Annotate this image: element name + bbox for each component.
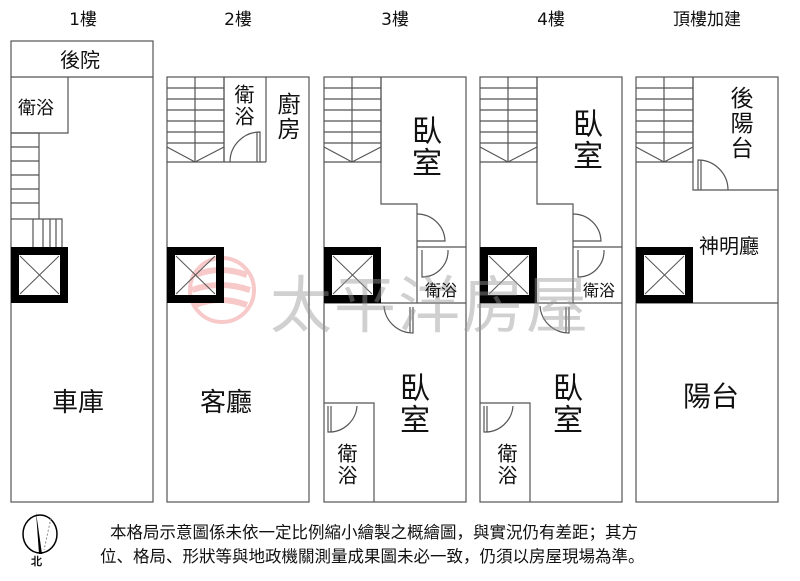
floor-title-1: 1樓 [69, 10, 97, 30]
disclaimer-line-1: 本格局示意圖係未依一定比例縮小繪製之概繪圖，與實況仍有差距；其方 [110, 523, 638, 542]
door-icon [327, 405, 358, 433]
staircase [635, 77, 694, 163]
interior-walls [324, 77, 466, 502]
room-bedroom: 臥室 [547, 372, 582, 436]
staircase [479, 77, 538, 163]
room-bathroom: 衛浴 [425, 281, 458, 300]
room-backyard: 後院 [60, 48, 100, 72]
door-icon [572, 213, 605, 278]
room-bathroom: 衛浴 [231, 84, 255, 128]
room-bedroom: 臥室 [567, 108, 602, 172]
room-garage: 車庫 [52, 388, 105, 418]
room-living: 客廳 [200, 388, 253, 418]
disclaimer-line-2: 位、格局、形狀等與地政機關測量成果圖未必一致，仍須以房屋現場為準。 [100, 547, 645, 566]
floor-title-5: 頂樓加建 [673, 10, 741, 30]
elevator-shaft-icon [480, 247, 537, 303]
room-bathroom: 衛浴 [334, 443, 358, 487]
elevator-shaft-icon [11, 247, 68, 303]
elevator-shaft-icon [324, 247, 381, 303]
door-icon [539, 305, 570, 334]
interior-walls [480, 77, 622, 502]
compass-icon [22, 512, 58, 554]
floor-title-3: 3樓 [381, 10, 409, 30]
door-icon [383, 305, 414, 334]
room-bedroom: 臥室 [394, 372, 429, 436]
room-rear-balcony: 後陽台 [726, 86, 752, 161]
watermark-text: 太平洋房屋 [270, 269, 591, 342]
room-bathroom: 衛浴 [583, 281, 616, 300]
door-icon [483, 405, 514, 433]
staircase [323, 77, 382, 163]
floor-title-4: 4樓 [537, 10, 565, 30]
room-bathroom: 衛浴 [494, 443, 518, 487]
staircase [166, 77, 225, 163]
room-bedroom: 臥室 [406, 115, 441, 179]
elevator-shaft-icon [167, 247, 224, 303]
door-icon [416, 213, 449, 278]
room-shrine-hall: 神明廳 [699, 234, 759, 258]
elevator-shaft-icon [636, 247, 693, 303]
disclaimer: 本格局示意圖係未依一定比例縮小繪製之概繪圖，與實況仍有差距；其方 位、格局、形狀… [100, 521, 645, 569]
room-bathroom: 衛浴 [18, 98, 54, 119]
room-balcony: 陽台 [683, 380, 740, 413]
floor-title-2: 2樓 [224, 10, 252, 30]
room-kitchen: 廚房 [273, 92, 299, 142]
compass-label: 北 [31, 555, 42, 568]
